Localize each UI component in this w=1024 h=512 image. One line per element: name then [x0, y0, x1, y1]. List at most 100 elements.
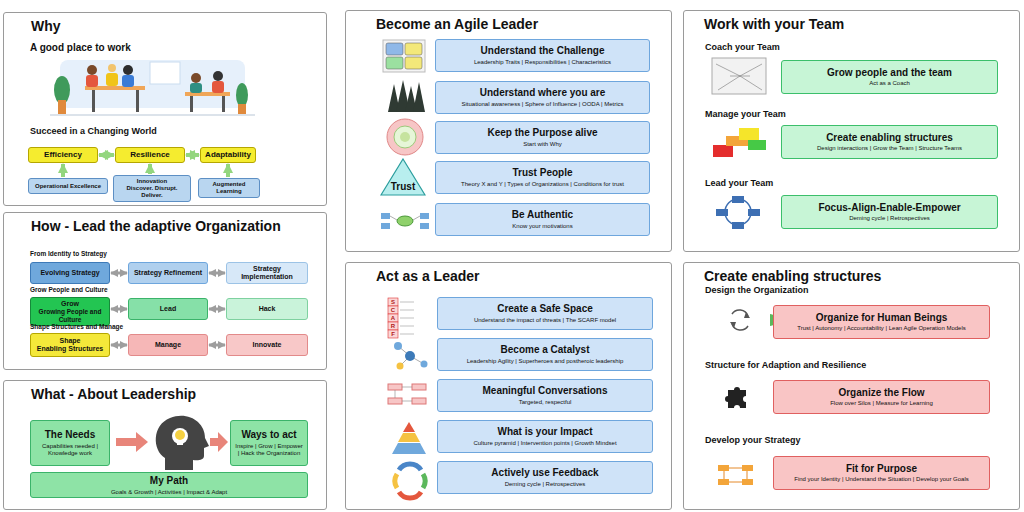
section-panel: What - About LeadershipThe NeedsCapabili…	[3, 380, 327, 510]
box-title: Evolving Strategy	[40, 269, 99, 277]
topic-box: Ways to actInspire | Grow | Empower | Ha…	[230, 420, 308, 466]
traits-icon	[383, 40, 425, 72]
section-label: Grow People and Culture	[30, 286, 108, 293]
box-title: Trust People	[512, 167, 572, 179]
connector-arrow	[61, 164, 65, 177]
box-title: Adaptability	[205, 150, 251, 159]
head-icon	[156, 416, 209, 470]
section-label: Develop your Strategy	[705, 436, 801, 446]
topic-box: Efficiency	[28, 147, 98, 163]
box-title: Understand where you are	[480, 87, 606, 99]
section-panel: WhyEfficiencyResilienceAdaptabilityOpera…	[3, 12, 327, 206]
topic-box: Understand the ChallengeLeadership Trait…	[435, 39, 650, 72]
strategy-boxes	[718, 465, 753, 485]
section-panel: Become an Agile LeaderUnderstand the Cha…	[345, 10, 672, 252]
connector-arrow	[99, 153, 114, 157]
box-subtitle: Understand the impact of threats | The S…	[474, 317, 616, 324]
box-subtitle: Inspire | Grow | Empower | Hack the Orga…	[235, 443, 303, 457]
box-title: Efficiency	[44, 150, 82, 159]
connector-arrow	[148, 164, 152, 174]
topic-box: GrowGrowing People and Culture	[30, 297, 110, 326]
topic-box: Resilience	[115, 147, 185, 163]
box-title: Shape	[59, 337, 80, 345]
scarf-letter: C	[388, 307, 398, 314]
box-subtitle: Know your motivations	[512, 223, 572, 230]
topic-box: Create a Safe SpaceUnderstand the impact…	[437, 297, 653, 330]
panel-heading: Work with your Team	[704, 16, 1019, 32]
feedback-cycle	[395, 464, 425, 498]
box-title: Focus-Align-Enable-Empower	[818, 202, 960, 214]
section-label: A good place to work	[30, 42, 131, 53]
box-subtitle: Growing People and Culture	[35, 308, 105, 323]
box-subtitle: Flow over Silos | Measure for Learning	[830, 400, 933, 407]
box-title: Operational Excellence	[35, 183, 101, 190]
box-title: Grow	[61, 300, 79, 308]
panel-heading: Act as a Leader	[376, 268, 671, 284]
box-title: Fit for Purpose	[846, 463, 917, 475]
topic-box: What is your ImpactCulture pyramid | Int…	[437, 420, 653, 453]
connector-arrow	[111, 344, 127, 347]
connector-arrow	[209, 308, 225, 311]
section-label: Structure for Adaption and Resilience	[705, 361, 866, 371]
topic-box: InnovationDiscover. Disrupt. Deliver.	[113, 175, 191, 202]
box-title: Organize the Flow	[838, 387, 924, 399]
scarf-letter: R	[388, 323, 398, 330]
topic-box: Lead	[128, 298, 208, 320]
box-title: Strategy Refinement	[134, 269, 202, 277]
coach-whiteboard	[712, 58, 766, 94]
box-title: Resilience	[130, 150, 170, 159]
purpose-circles	[387, 119, 423, 155]
box-subtitle: Capabilities needed | Knowledge work	[35, 443, 105, 457]
box-title: Augmented Learning	[203, 181, 255, 195]
box-title: Keep the Purpose alive	[487, 127, 597, 139]
box-subtitle: Deming cycle | Retrospectives	[505, 481, 586, 488]
box-title: Ways to act	[241, 429, 296, 441]
structure-stickies	[713, 128, 766, 157]
topic-box: Evolving Strategy	[30, 262, 110, 284]
box-subtitle: Targeted, respectful	[519, 399, 572, 406]
pyramid-icon	[392, 422, 426, 454]
box-title: Grow people and the team	[827, 67, 952, 79]
box-title: Meaningful Conversations	[482, 385, 607, 397]
topic-box: Strategy Refinement	[128, 262, 208, 284]
box-title: Create a Safe Space	[497, 303, 593, 315]
topic-box: Meaningful ConversationsTargeted, respec…	[437, 379, 653, 412]
box-title: My Path	[150, 475, 188, 487]
topic-box: Actively use FeedbackDeming cycle | Retr…	[437, 461, 653, 494]
topic-box: The NeedsCapabilities needed | Knowledge…	[30, 420, 110, 466]
box-subtitle: Design interactions | Grow the Team | St…	[817, 145, 962, 152]
box-subtitle: Act as a Coach	[869, 80, 910, 87]
panel-heading: How - Lead the adaptive Organization	[31, 218, 326, 234]
topic-box: Manage	[128, 334, 208, 356]
topic-box: Be AuthenticKnow your motivations	[435, 203, 650, 236]
box-title: Be Authentic	[512, 209, 573, 221]
box-title: Actively use Feedback	[491, 467, 598, 479]
section-label: Shape Structures and Manage	[30, 323, 123, 330]
topic-box: My PathGoals & Growth | Activities | Imp…	[30, 472, 308, 498]
box-subtitle: Find your Identity | Understand the Situ…	[794, 476, 969, 483]
box-title: What is your Impact	[497, 426, 592, 438]
topic-box: Adaptability	[200, 147, 256, 163]
topic-box: Innovate	[226, 334, 308, 356]
connector-arrow	[209, 344, 225, 347]
topic-box: Create enabling structuresDesign interac…	[781, 125, 998, 159]
topic-box: Organize the FlowFlow over Silos | Measu…	[773, 380, 990, 414]
box-title: Manage	[155, 341, 181, 349]
catalyst-icon	[394, 342, 428, 370]
topic-box: Augmented Learning	[198, 178, 260, 198]
box-title: Organize for Human Beings	[816, 312, 948, 324]
section-panel: Create enabling structuresOrganize for H…	[683, 262, 1020, 510]
connector-arrow	[209, 272, 225, 275]
topic-box: Become a CatalystLeadership Agility | Su…	[437, 338, 653, 371]
box-title: Innovate	[253, 341, 282, 349]
scarf-letter: A	[388, 315, 398, 322]
box-subtitle: Start with Why	[523, 141, 562, 148]
connector-arrow	[186, 153, 199, 157]
topic-box: Grow people and the teamAct as a Coach	[781, 60, 998, 94]
box-subtitle: Culture pyramid | Intervention points | …	[473, 440, 616, 447]
section-label: Lead your Team	[705, 179, 773, 189]
box-subtitle: Discover. Disrupt. Deliver.	[118, 185, 186, 199]
box-title: Understand the Challenge	[481, 45, 605, 57]
box-subtitle: Goals & Growth | Activities | Impact & A…	[111, 489, 227, 496]
topic-box: Trust PeopleTheory X and Y | Types of Or…	[435, 161, 650, 194]
